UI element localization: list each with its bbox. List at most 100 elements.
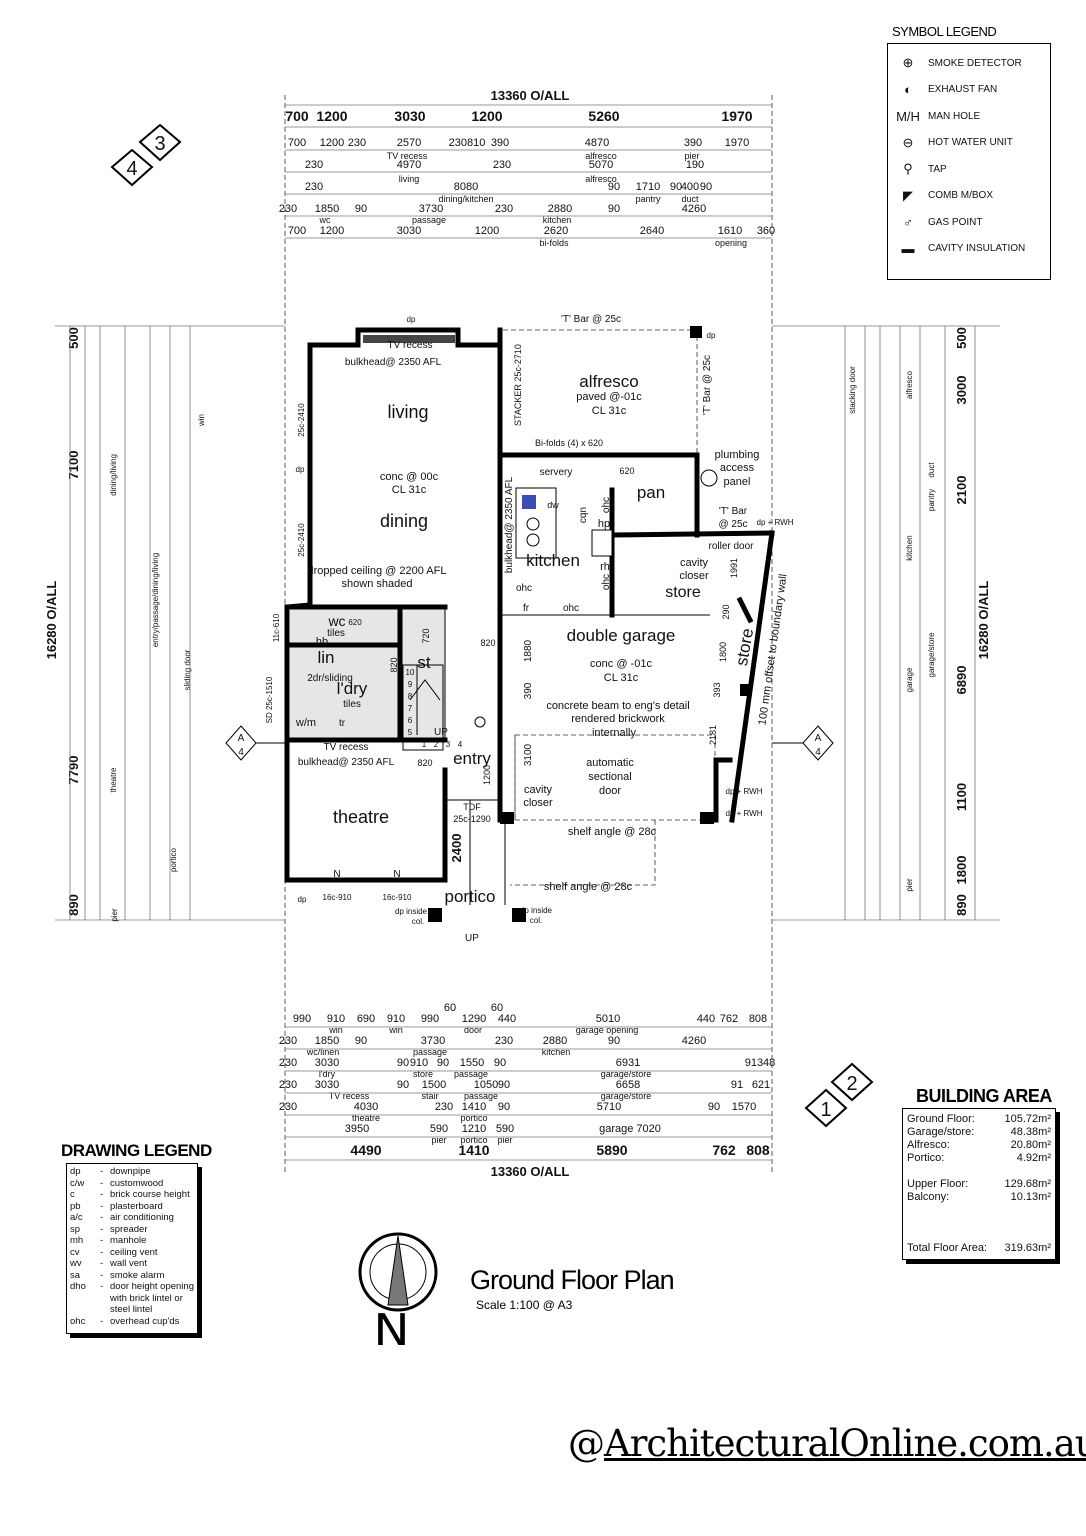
dimension-value: 1410 (458, 1142, 489, 1158)
dimension-value: 2620 (544, 225, 568, 237)
legend-item: ohc-overhead cup'ds (70, 1316, 194, 1328)
cavity-insulation-icon: ▬ (901, 241, 915, 257)
dimension-value: pier (684, 151, 699, 161)
symbol-label: COMB M/BOX (928, 190, 994, 202)
dimension-value: 90 (355, 203, 367, 215)
room-label-dp-left: dp (296, 465, 305, 474)
dimension-note: alfresco (905, 370, 914, 399)
room-label-stacker: STACKER 25c-2710 (513, 344, 523, 426)
dimension-value: 230 (279, 203, 297, 215)
area-row: Garage/store:48.38m² (907, 1126, 1051, 1139)
stair-number: 1 (422, 740, 427, 749)
dimension-value: 230 (495, 1035, 513, 1047)
dimension-value: 60 (491, 1002, 503, 1014)
dimension-value: 590 (496, 1123, 514, 1135)
room-label-roller-door: roller door (708, 541, 754, 552)
north-label: N (373, 1305, 410, 1356)
legend-meaning: manhole (110, 1235, 147, 1246)
dimension-note: pier (110, 908, 119, 922)
legend-abbrev: mh (70, 1235, 84, 1246)
dimension-value: 890 (954, 894, 969, 916)
brand-watermark[interactable]: @ArchitecturalOnline.com.au (568, 1422, 1086, 1465)
area-row: Upper Floor:129.68m² (907, 1178, 1051, 1191)
room-label-d2181: 2181 (708, 725, 718, 745)
area-label: Upper Floor: (907, 1178, 969, 1190)
room-label-d720: 720 (421, 628, 431, 643)
room-label-ldry: l'dry (337, 679, 368, 698)
room-label-bulkhead-kitchen: bulkhead@ 2350 AFL (504, 476, 515, 573)
dimension-value: 1200 (475, 225, 499, 237)
svg-text:4: 4 (126, 158, 137, 180)
legend-item: dho-door height opening with brick linte… (70, 1281, 194, 1315)
legend-meaning: customwood (110, 1177, 164, 1189)
room-label-dw: dw (547, 500, 559, 510)
room-label-d620-pan: 620 (619, 466, 634, 476)
room-label-dp-top: dp (407, 315, 416, 324)
room-label-d2400: 2400 (449, 834, 464, 863)
room-label-closer1: closer (679, 570, 709, 582)
extension-lines (55, 95, 1000, 1175)
svg-text:1: 1 (820, 1099, 831, 1121)
dimension-value: 1410 (462, 1101, 486, 1113)
dimension-value: 90 (608, 203, 620, 215)
dimension-value: 91 (731, 1079, 743, 1091)
dimension-value: 5710 (597, 1101, 621, 1113)
dimension-value: garage opening (576, 1025, 639, 1035)
exhaust-fan-icon: ◐ (904, 82, 912, 98)
dimension-value: 91348 (745, 1057, 776, 1069)
room-label-servery: servery (540, 467, 573, 478)
symbol-legend-item: ⊖HOT WATER UNIT (888, 130, 1050, 157)
dimension-value: 5260 (588, 108, 619, 124)
overall-dimension: 13360 O/ALL (491, 88, 570, 103)
dimension-value: 390 (684, 137, 702, 149)
dimension-value: 90 (437, 1057, 449, 1069)
symbol-legend-item: ⊕SMOKE DETECTOR (888, 50, 1050, 77)
dimension-value: 3730 (421, 1035, 445, 1047)
dimension-value: 230 (493, 159, 511, 171)
dimension-value: 2640 (640, 225, 664, 237)
dimension-value: 990 (293, 1013, 311, 1025)
dimension-note: pier (905, 878, 914, 892)
dimension-value: 1200 (316, 108, 347, 124)
dimension-value: 3030 (394, 108, 425, 124)
dimension-value: 1550 (460, 1057, 484, 1069)
stair-number: 2 (434, 740, 439, 749)
room-label-st: st (417, 653, 431, 672)
legend-item: c/w-customwood (70, 1178, 194, 1190)
dimension-note: dining/living (109, 454, 118, 496)
dimension-value: alfresco (585, 174, 617, 184)
dimension-value: bi-folds (539, 238, 569, 248)
room-label-d390: 390 (523, 682, 534, 699)
overall-dimension: 16280 O/ALL (976, 581, 991, 660)
room-label-wm: w/m (295, 717, 316, 729)
dimension-note: garage (905, 667, 914, 692)
dimension-value: 230 (435, 1101, 453, 1113)
dimension-value: door (464, 1025, 482, 1035)
legend-item: pb-plasterboard (70, 1201, 194, 1213)
room-label-shelf1: shelf angle @ 28c (568, 826, 657, 838)
dimension-value: 5070 (589, 159, 613, 171)
hot-water-unit-icon: ⊖ (902, 134, 914, 150)
room-label-cl31-living: CL 31c (392, 484, 427, 496)
dimension-value: 3950 (345, 1123, 369, 1135)
stair-number: 10 (406, 668, 415, 677)
section-label: 4 (238, 747, 244, 758)
dimension-value: 90 (494, 1057, 506, 1069)
dimension-value: stair (421, 1091, 438, 1101)
dimension-value: 700 (288, 225, 306, 237)
dimension-value: 5890 (596, 1142, 627, 1158)
room-label-dp-rwh2: dp + RWH (726, 787, 763, 796)
dimension-value: dining/kitchen (438, 194, 493, 204)
dimension-value: 990 (421, 1013, 439, 1025)
legend-item: sa-smoke alarm (70, 1270, 194, 1282)
room-label-win-610: 11c-610 (272, 613, 281, 642)
dimension-value: 6658 (616, 1079, 640, 1091)
room-label-lin: lin (317, 648, 334, 667)
dimension-value: 440 (697, 1013, 715, 1025)
room-label-theatre: theatre (333, 807, 389, 827)
stair-number: 7 (408, 704, 413, 713)
room-label-tr: tr (339, 718, 346, 729)
room-label-dropped-ceiling: dropped ceiling @ 2200 AFL (308, 565, 447, 577)
area-label: Alfresco: (907, 1139, 950, 1151)
shelf-angle-line (510, 820, 656, 886)
